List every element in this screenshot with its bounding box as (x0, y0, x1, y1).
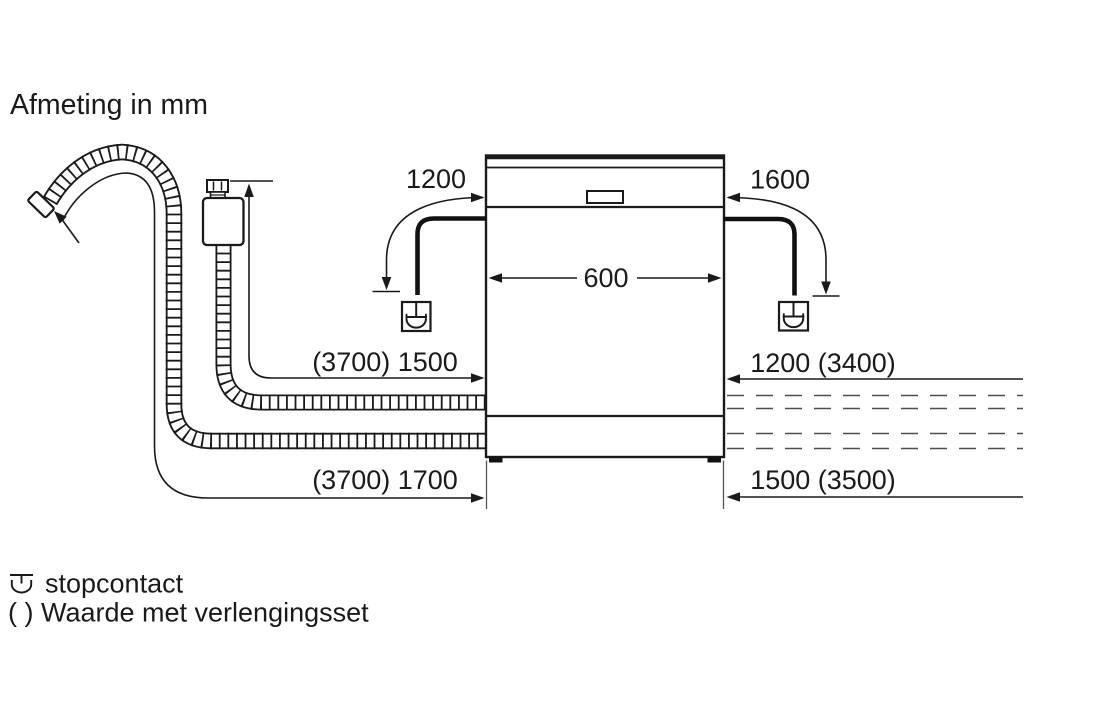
power-cord-left (415, 216, 486, 295)
arrowhead-left (488, 273, 502, 283)
dishwasher-outline (484, 154, 726, 463)
socket-icon (782, 303, 805, 329)
arrowhead-left (726, 192, 740, 203)
arrowhead-right (471, 192, 485, 203)
dimension-label-cord-left: 1200 (406, 164, 466, 194)
valve-hex-nut (206, 179, 229, 193)
drain-hose-end-fitting (27, 190, 55, 219)
drain-fitting-pointer-arrow (54, 211, 80, 244)
legend-socket-label: stopcontact (45, 569, 184, 599)
socket-icon (405, 303, 427, 329)
arrowhead-left (726, 374, 740, 384)
dimension-label-supply-right: 1200 (3400) (750, 348, 896, 378)
arrowhead-right (708, 273, 722, 283)
supply-hose-right-dimension (726, 374, 1023, 384)
arrowhead-right (471, 493, 485, 503)
legend: stopcontact ( ) Waarde met verlengingsse… (8, 569, 369, 628)
dimension-label-supply-left: (3700) 1500 (312, 347, 458, 377)
foot-left (489, 456, 503, 463)
cord-right-dimension (726, 192, 840, 297)
socket-icon (10, 574, 33, 594)
legend-extension-label: ( ) Waarde met verlengingsset (8, 598, 369, 628)
foot-right (707, 456, 721, 463)
supply-hose-length-dimension (230, 180, 485, 383)
dishwasher-body (484, 154, 726, 459)
socket-outlet-right (777, 300, 810, 332)
drain-hose (42, 143, 487, 450)
diagram-title: Afmeting in mm (10, 89, 208, 121)
control-display (586, 190, 624, 204)
aquastop-valve (201, 179, 245, 247)
arrowhead-left (726, 492, 740, 502)
power-cord-right (724, 216, 797, 296)
socket-outlet-left (400, 300, 432, 333)
dimension-label-width: 600 (583, 263, 628, 293)
arrowhead-down (381, 277, 392, 290)
dimension-label-cord-right: 1600 (750, 165, 810, 195)
dimension-label-drain-right: 1500 (3500) (750, 465, 896, 495)
valve-body (201, 196, 245, 247)
cord-left-dimension (372, 192, 485, 293)
arrowhead-up (244, 183, 254, 197)
arrowhead-right (471, 373, 485, 383)
drain-hose-right-dimension (726, 492, 1023, 502)
drain-hose-length-dimension (62, 172, 485, 503)
supply-hose (215, 244, 487, 411)
width-dimension (488, 273, 722, 283)
arrowhead-down (821, 281, 831, 295)
dimension-label-drain-left: (3700) 1700 (312, 465, 458, 495)
hose-continuation-dashed-lines (727, 394, 1023, 450)
